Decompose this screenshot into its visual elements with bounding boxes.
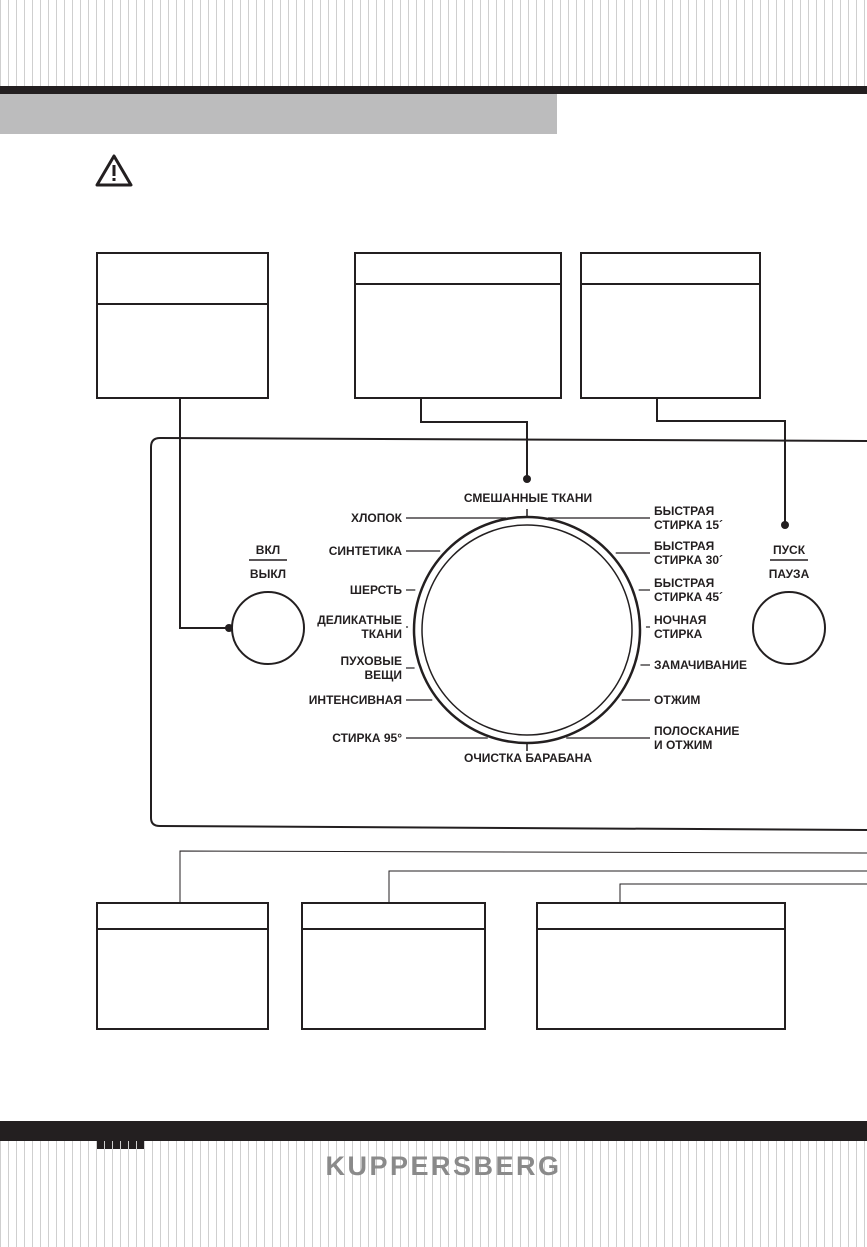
program-label: ШЕРСТЬ: [350, 583, 402, 597]
program-label: НОЧНАЯ: [654, 613, 706, 627]
program-label: БЫСТРАЯ: [654, 576, 714, 590]
start-pause-button[interactable]: [752, 591, 826, 665]
program-label: ОТЖИМ: [654, 693, 700, 707]
header-bar: [0, 86, 867, 94]
program-label: ТКАНИ: [361, 627, 402, 641]
program-dial[interactable]: [412, 515, 642, 745]
warning-triangle-icon: [95, 154, 133, 187]
pause-label: ПАУЗА: [769, 567, 810, 581]
callout-box-program-dial: [354, 252, 562, 399]
footer-bar: [0, 1121, 867, 1141]
program-label: ИНТЕНСИВНАЯ: [309, 693, 402, 707]
header-stripes: [0, 0, 867, 86]
callout-box-display-3: [536, 902, 786, 1030]
program-mixed-fabrics: СМЕШАННЫЕ ТКАНИ: [464, 491, 592, 505]
program-label: ДЕЛИКАТНЫЕ: [317, 613, 402, 627]
program-label: ВЕЩИ: [364, 668, 402, 682]
program-label: ХЛОПОК: [351, 511, 403, 525]
start-label: ПУСК: [773, 543, 806, 557]
brand-logo: KUPPERSBERG: [325, 1151, 562, 1181]
power-off-label: ВЫКЛ: [250, 567, 286, 581]
program-label: И ОТЖИМ: [654, 738, 712, 752]
callout-box-display-2: [301, 902, 486, 1030]
footer-stripes: [0, 1141, 867, 1247]
program-drum-clean: ОЧИСТКА БАРАБАНА: [464, 751, 592, 765]
leader-lines: [179, 399, 786, 629]
program-label: СТИРКА 45´: [654, 590, 723, 604]
program-label: ПУХОВЫЕ: [340, 654, 402, 668]
program-label: СТИРКА 95°: [332, 731, 402, 745]
callout-box-start-pause: [580, 252, 761, 399]
section-title-banner: [0, 94, 557, 134]
program-label: ЗАМАЧИВАНИЕ: [654, 658, 747, 672]
power-button[interactable]: [231, 591, 305, 665]
program-label: СИНТЕТИКА: [329, 544, 403, 558]
power-on-label: ВКЛ: [256, 543, 280, 557]
program-label: ПОЛОСКАНИЕ: [654, 724, 739, 738]
program-label: СТИРКА 30´: [654, 553, 723, 567]
program-label: СТИРКА: [654, 627, 703, 641]
program-label: БЫСТРАЯ: [654, 539, 714, 553]
program-label: СТИРКА 15´: [654, 518, 723, 532]
bottom-leader-lines: [179, 850, 867, 902]
callout-box-display-1: [96, 902, 269, 1030]
panel-outline: [150, 436, 867, 831]
program-label: БЫСТРАЯ: [654, 504, 714, 518]
callout-box-power: [96, 252, 269, 399]
